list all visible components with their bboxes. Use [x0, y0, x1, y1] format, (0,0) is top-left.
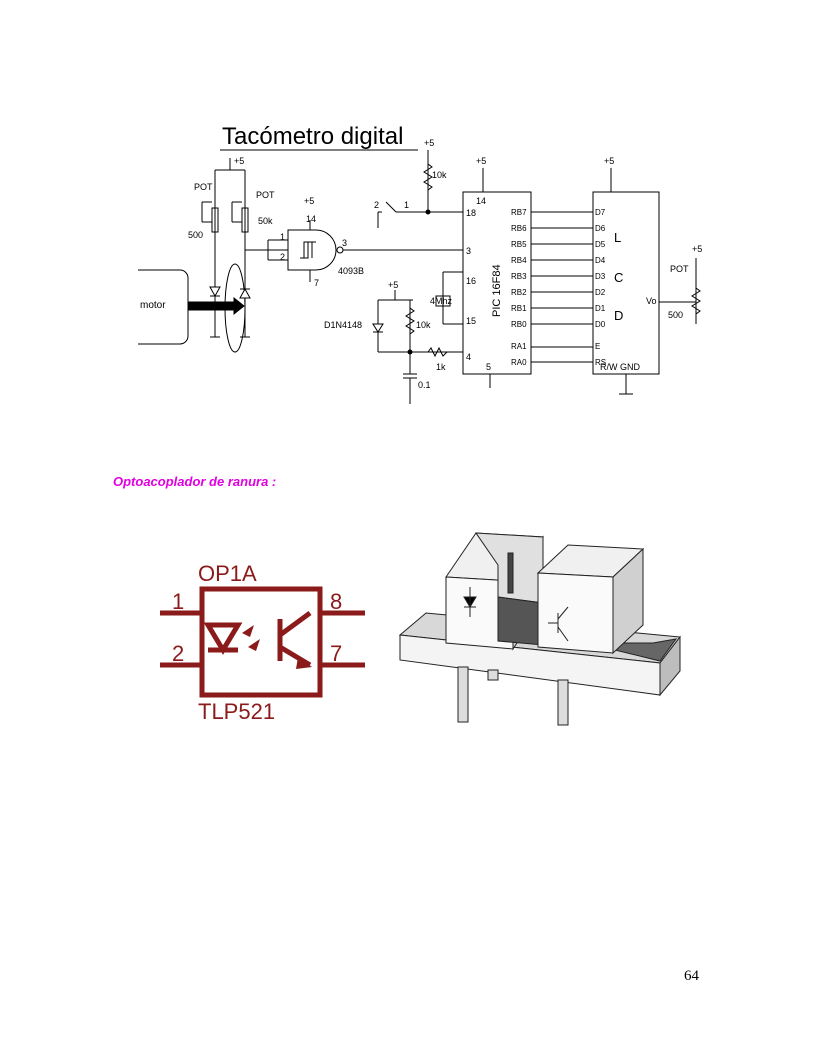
pin-1: 1: [172, 589, 184, 614]
vcc-label: +5: [304, 196, 314, 206]
optocoupler-caption: Optoacoplador de ranura :: [113, 474, 277, 489]
lcd-pin-e: E: [595, 342, 600, 351]
pic-pin-rb1: RB1: [511, 304, 527, 313]
gate-pin7: 7: [314, 278, 319, 288]
lcd-pin-rs: RS: [595, 358, 606, 367]
r10k-label: 10k: [432, 170, 447, 180]
pin-2: 2: [172, 641, 184, 666]
pic-pin3: 3: [466, 246, 471, 256]
pot-label: POT: [194, 182, 213, 192]
pic-pin-rb3: RB3: [511, 272, 527, 281]
lcd-pin-d3: D3: [595, 272, 606, 281]
pot-label: POT: [256, 190, 275, 200]
lcd-pin-d4: D4: [595, 256, 606, 265]
vcc-label: +5: [388, 280, 398, 290]
pic-pin15: 15: [466, 316, 476, 326]
lcd-letter-l: L: [614, 230, 621, 245]
pic-pin-rb6: RB6: [511, 224, 527, 233]
gate-pin14: 14: [306, 214, 316, 224]
r500-label: 500: [668, 310, 683, 320]
r10k-label: 10k: [416, 320, 431, 330]
r50k-label: 50k: [258, 216, 273, 226]
lcd-pin-d2: D2: [595, 288, 606, 297]
gate-pin3: 3: [342, 238, 347, 248]
lcd-pin-d0: D0: [595, 320, 606, 329]
cap-label: 0.1: [418, 380, 431, 390]
pin-7: 7: [330, 641, 342, 666]
pin-8: 8: [330, 589, 342, 614]
pic-pin5: 5: [486, 362, 491, 372]
pic-pin14: 14: [476, 196, 486, 206]
pic-pin18: 18: [466, 208, 476, 218]
pic-pin-rb2: RB2: [511, 288, 527, 297]
lcd-pin-d1: D1: [595, 304, 606, 313]
crystal-label: 4Mhz: [430, 296, 453, 306]
diode-label: D1N4148: [324, 320, 362, 330]
pic-pin-rb0: RB0: [511, 320, 527, 329]
lcd-pin-d7: D7: [595, 208, 606, 217]
optocoupler-name: OP1A: [198, 561, 257, 586]
vcc-label: +5: [424, 138, 434, 148]
lcd-letter-c: C: [614, 270, 623, 285]
pot-label: POT: [670, 264, 689, 274]
optocoupler-symbol: OP1A TLP521 1 2 8 7: [160, 561, 365, 724]
lcd-pin-d6: D6: [595, 224, 606, 233]
lcd-pin-d5: D5: [595, 240, 606, 249]
vo-label: Vo: [646, 296, 657, 306]
schematic-title: Tacómetro digital: [222, 123, 403, 150]
gate-pin1: 1: [280, 232, 285, 242]
slotted-sensor-illustration: [398, 532, 681, 726]
vcc-label: +5: [476, 156, 486, 166]
pic-pin-rb5: RB5: [511, 240, 527, 249]
pic-pin-ra0: RA0: [511, 358, 527, 367]
gate-pin2: 2: [280, 252, 285, 262]
page-number: 64: [684, 968, 699, 984]
pic-pin-ra1: RA1: [511, 342, 527, 351]
vcc-label: +5: [692, 244, 702, 254]
switch-pin2: 2: [374, 200, 379, 210]
lcd-letter-d: D: [614, 308, 623, 323]
pic-pin-rb4: RB4: [511, 256, 527, 265]
r500-label: 500: [188, 230, 203, 240]
gate-label: 4093B: [338, 266, 364, 276]
pic-pin-rb7: RB7: [511, 208, 527, 217]
rw-gnd-label: R/W GND: [600, 362, 640, 372]
motor-label: motor: [140, 300, 166, 311]
r1k-label: 1k: [436, 362, 446, 372]
tachometer-schematic: Tacómetro digital +5 POT POT 500 50k mot…: [138, 123, 702, 404]
vcc-label: +5: [604, 156, 614, 166]
optocoupler-part: TLP521: [198, 699, 275, 724]
switch-pin1: 1: [404, 200, 409, 210]
pic-pin4: 4: [466, 352, 471, 362]
pic-pin16: 16: [466, 276, 476, 286]
pic-label: PIC 16F84: [491, 264, 503, 317]
vcc-label: +5: [234, 156, 244, 166]
